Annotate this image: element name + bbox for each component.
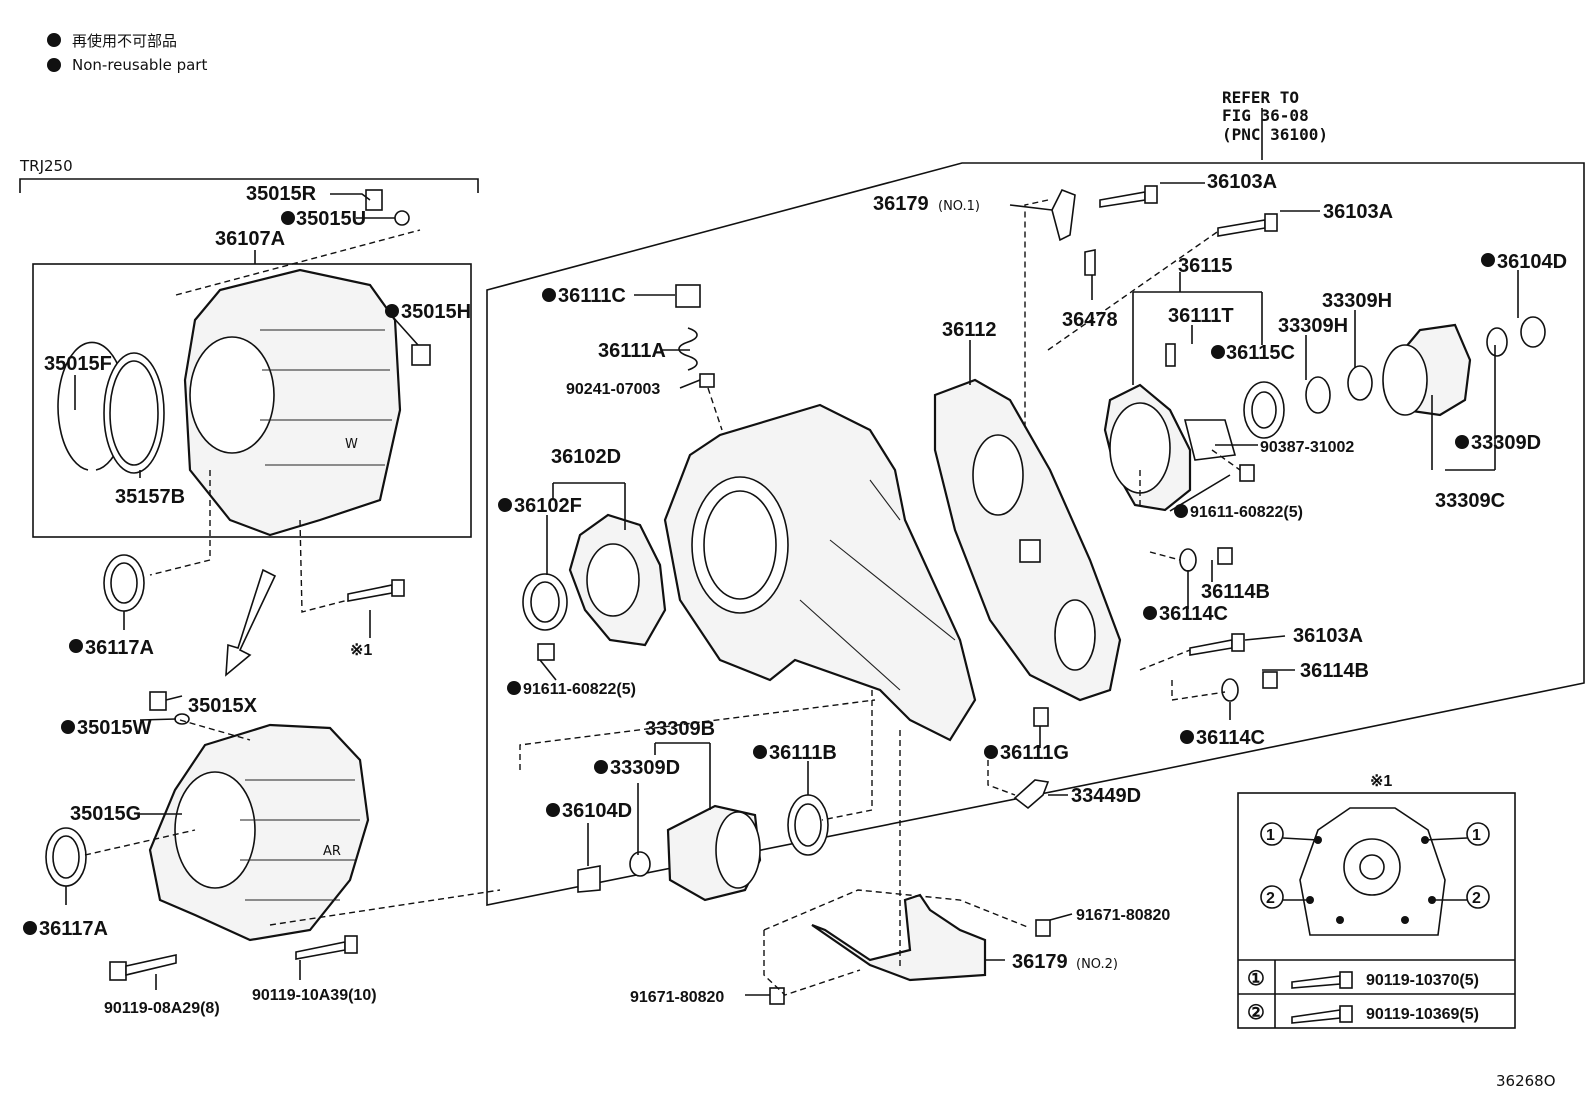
leader-lines xyxy=(65,108,1519,996)
part-label: 36111B xyxy=(769,742,837,764)
part-label: 36107A xyxy=(215,228,285,250)
refer-line3: (PNC 36100) xyxy=(1222,125,1328,144)
part-label: 35015F xyxy=(44,353,112,375)
inset-row2-part: 90119-10369(5) xyxy=(1366,1006,1479,1023)
part-label: 90119-08A29(8) xyxy=(104,1000,220,1017)
legend-japanese: 再使用不可部品 xyxy=(72,32,177,50)
part-label: 36103A xyxy=(1293,625,1363,647)
refer-note: REFER TO FIG 36-08 (PNC 36100) xyxy=(1222,88,1328,144)
part-label: 35015G xyxy=(70,803,141,825)
part-label: 36104D xyxy=(562,800,632,822)
part-label: 91611-60822(5) xyxy=(523,681,636,698)
non-reusable-dot-icon xyxy=(47,33,61,47)
refer-line2: FIG 36-08 xyxy=(1222,106,1309,125)
part-label: 36103A xyxy=(1207,171,1277,193)
callout-2-right: 2 xyxy=(1472,890,1481,907)
part-label: 36104D xyxy=(1497,251,1567,273)
part-label: 35015H xyxy=(401,301,471,323)
inset-box: ※1 1 1 2 2 ① 90119-10370(5) ② 90119-1036… xyxy=(1237,773,1516,1029)
part-label: 36111T xyxy=(1168,305,1234,327)
part-label: 35157B xyxy=(115,486,185,508)
part-label: 33309D xyxy=(610,757,680,779)
part-label: 35015X xyxy=(188,695,258,717)
part-label: 36102F xyxy=(514,495,582,517)
part-label: 36112 xyxy=(942,319,997,341)
part-label: 36102D xyxy=(551,446,621,468)
part-label: 36114C xyxy=(1196,727,1265,749)
assembly-lines xyxy=(84,199,1241,996)
part-label: 35015R xyxy=(246,183,317,205)
inset-row1-part: 90119-10370(5) xyxy=(1366,972,1479,989)
part-label: 33309D xyxy=(1471,432,1541,454)
legend: 再使用不可部品 Non-reusable part xyxy=(47,32,207,74)
inset-row2-marker: ② xyxy=(1247,1002,1265,1024)
part-label: 36115 xyxy=(1178,255,1233,277)
part-drawings: W AR xyxy=(45,185,1546,1005)
part-labels: 35015R 35015U 36107A 35015H 35015F 35157… xyxy=(39,171,1567,1017)
subnote-no2: (NO.2) xyxy=(1076,957,1118,972)
svg-text:AR: AR xyxy=(323,844,341,859)
callout-2-left: 2 xyxy=(1266,890,1275,907)
part-label: 33309H xyxy=(1278,315,1348,337)
inset-row1-marker: ① xyxy=(1247,968,1265,990)
variant-bracket: TRJ250 xyxy=(19,157,479,193)
part-label: 35015U xyxy=(296,208,366,230)
part-label: 90241-07003 xyxy=(566,381,660,398)
part-label: 33449D xyxy=(1071,785,1141,807)
part-label: 36478 xyxy=(1062,309,1118,331)
callout-1-left: 1 xyxy=(1266,827,1275,844)
subassembly-box xyxy=(32,263,472,538)
refer-line1: REFER TO xyxy=(1222,88,1299,107)
part-label: 33309C xyxy=(1435,490,1505,512)
part-label: 36117A xyxy=(85,637,154,659)
legend-english: Non-reusable part xyxy=(72,56,207,74)
part-label: 36103A xyxy=(1323,201,1393,223)
part-label: 36179 xyxy=(873,193,929,215)
part-label: ※1 xyxy=(350,642,372,659)
part-label: 36114C xyxy=(1159,603,1228,625)
part-label: 91671-80820 xyxy=(1076,907,1170,924)
part-label: 35015W xyxy=(77,717,152,739)
part-label: 90387-31002 xyxy=(1260,439,1354,456)
svg-text:W: W xyxy=(345,437,358,452)
inset-title: ※1 xyxy=(1370,773,1392,790)
part-label: 36111G xyxy=(1000,742,1069,764)
part-label: 36115C xyxy=(1226,342,1295,364)
part-label: 91671-80820 xyxy=(630,989,724,1006)
part-label: 33309B xyxy=(645,718,715,740)
part-label: 90119-10A39(10) xyxy=(252,987,377,1004)
part-label: 91611-60822(5) xyxy=(1190,504,1303,521)
part-label: 36117A xyxy=(39,918,108,940)
subnote-no1: (NO.1) xyxy=(938,199,980,214)
main-assembly-boundary xyxy=(486,162,1585,906)
non-reusable-dot-icon xyxy=(47,58,61,72)
callout-1-right: 1 xyxy=(1472,827,1481,844)
part-label: 36114B xyxy=(1201,581,1270,603)
variant-label: TRJ250 xyxy=(19,157,73,175)
part-label: 33309H xyxy=(1322,290,1392,312)
non-reusable-markers xyxy=(23,211,1495,935)
part-label: 36114B xyxy=(1300,660,1369,682)
part-label: 36179 xyxy=(1012,951,1068,973)
part-label: 36111A xyxy=(598,340,666,362)
figure-number: 36268O xyxy=(1496,1072,1556,1090)
part-label: 36111C xyxy=(558,285,626,307)
